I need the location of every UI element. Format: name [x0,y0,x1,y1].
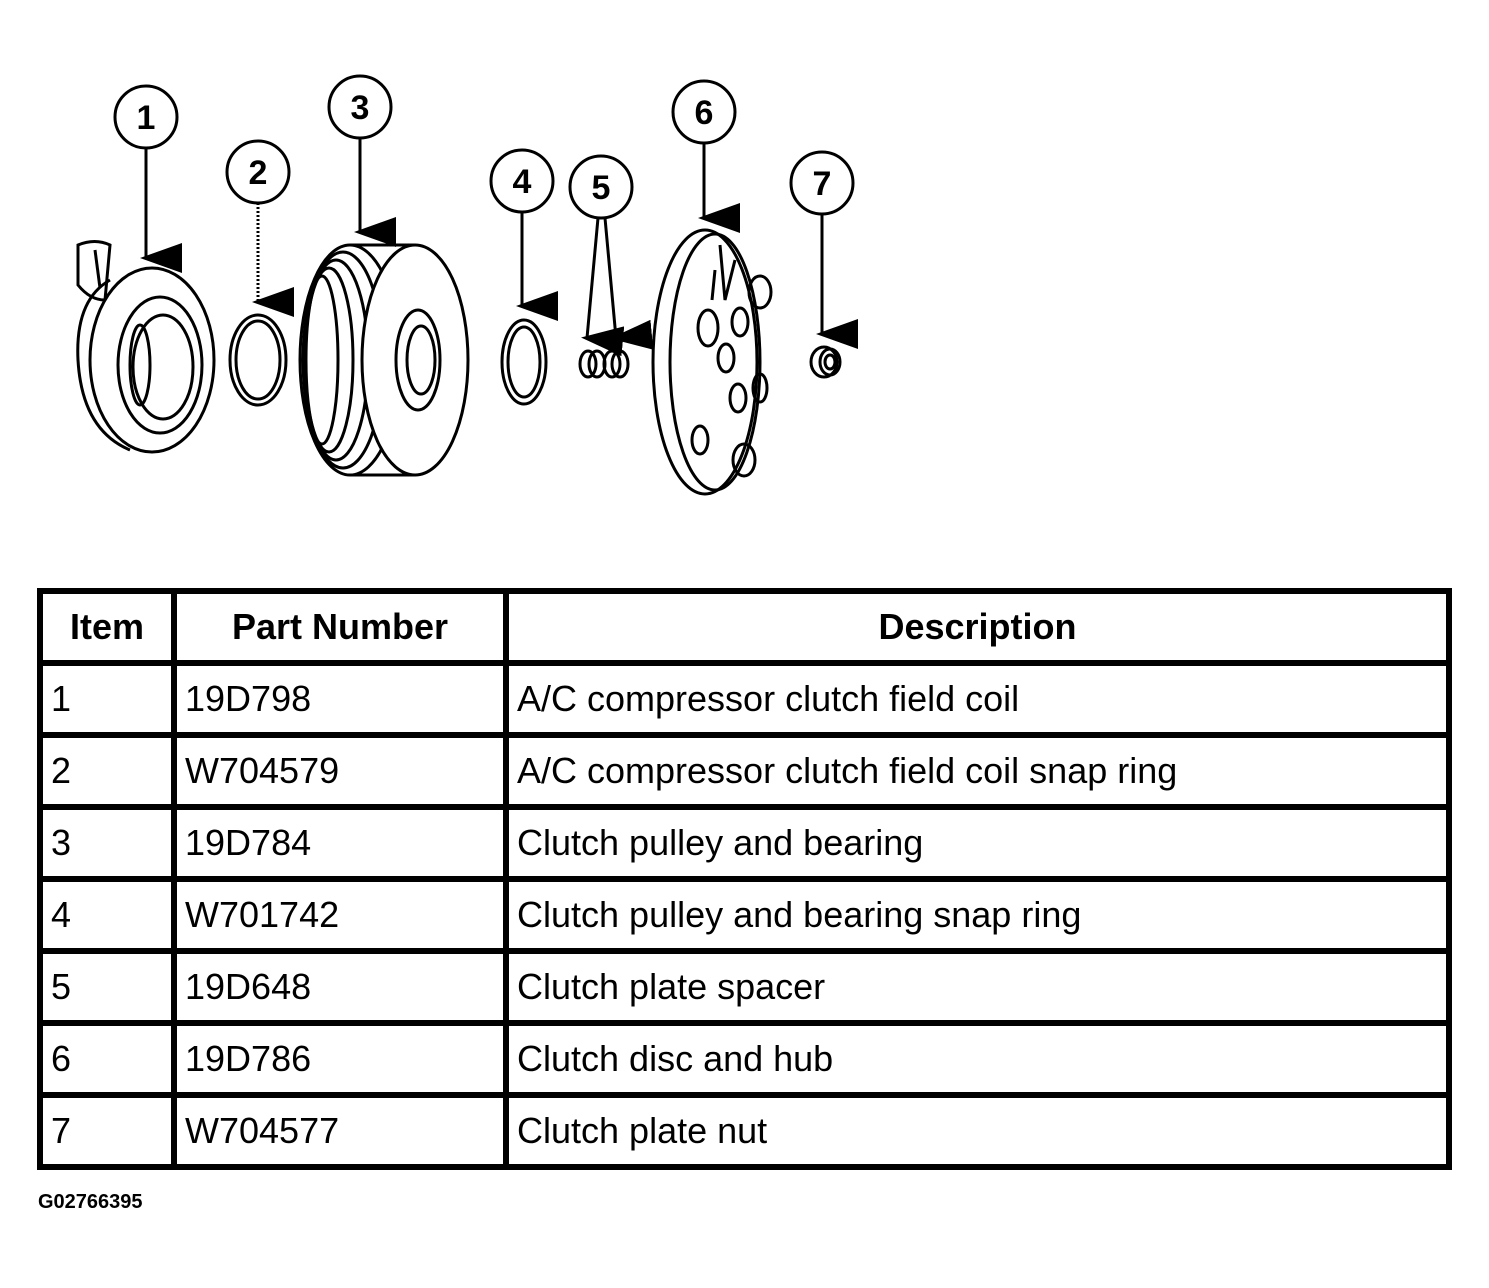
callout-circle [489,148,555,214]
cell-item: 1 [43,666,171,732]
cell-part-number: 19D786 [177,1026,503,1092]
exploded-view-diagram: 1 2 3 4 5 6 7 [76,74,858,496]
parts-table-container: Item Part Number Description 1 19D798 A/… [37,588,1452,1170]
header-part-number: Part Number [177,594,503,660]
callout-circle [113,84,179,150]
cell-description: Clutch disc and hub [509,1026,1446,1092]
cell-part-number: 19D648 [177,954,503,1020]
clutch-disc-part [651,228,773,496]
cell-item: 6 [43,1026,171,1092]
callout-circle [225,139,291,205]
table-row: 3 19D784 Clutch pulley and bearing [43,810,1446,876]
pulley-part [298,243,470,477]
leader-lines [140,138,858,357]
table-row: 6 19D786 Clutch disc and hub [43,1026,1446,1092]
cell-item: 5 [43,954,171,1020]
callout-circle [789,150,855,216]
cell-part-number: W704579 [177,738,503,804]
cell-part-number: W701742 [177,882,503,948]
cell-description: A/C compressor clutch field coil snap ri… [509,738,1446,804]
callout-circle [671,79,737,145]
cell-description: Clutch plate nut [509,1098,1446,1164]
cell-description: Clutch pulley and bearing snap ring [509,882,1446,948]
cell-item: 4 [43,882,171,948]
callouts [113,74,855,220]
cell-part-number: W704577 [177,1098,503,1164]
cell-description: Clutch pulley and bearing [509,810,1446,876]
table-row: 1 19D798 A/C compressor clutch field coi… [43,666,1446,732]
cell-item: 7 [43,1098,171,1164]
cell-part-number: 19D798 [177,666,503,732]
spacer-part [578,349,630,379]
callout-6: 6 [695,94,714,132]
figure-id: G02766395 [38,1191,143,1213]
table-header-row: Item Part Number Description [43,594,1446,660]
callout-4: 4 [513,163,532,201]
nut-part [809,345,842,379]
cell-item: 3 [43,810,171,876]
callout-3: 3 [351,89,370,127]
callout-7: 7 [813,165,832,203]
cell-item: 2 [43,738,171,804]
callout-5: 5 [592,169,611,207]
field-coil-part [76,240,216,454]
cell-part-number: 19D784 [177,810,503,876]
callout-2: 2 [249,154,268,192]
parts-table: Item Part Number Description 1 19D798 A/… [37,588,1452,1170]
header-item: Item [43,594,171,660]
callout-1: 1 [137,99,156,137]
pulley-snap-ring-part [500,318,548,406]
callout-circle [327,74,393,140]
callout-circle [568,154,634,220]
table-row: 2 W704579 A/C compressor clutch field co… [43,738,1446,804]
cell-description: A/C compressor clutch field coil [509,666,1446,732]
table-row: 4 W701742 Clutch pulley and bearing snap… [43,882,1446,948]
header-description: Description [509,594,1446,660]
table-row: 5 19D648 Clutch plate spacer [43,954,1446,1020]
cell-description: Clutch plate spacer [509,954,1446,1020]
field-coil-snap-ring-part [228,313,288,407]
table-row: 7 W704577 Clutch plate nut [43,1098,1446,1164]
